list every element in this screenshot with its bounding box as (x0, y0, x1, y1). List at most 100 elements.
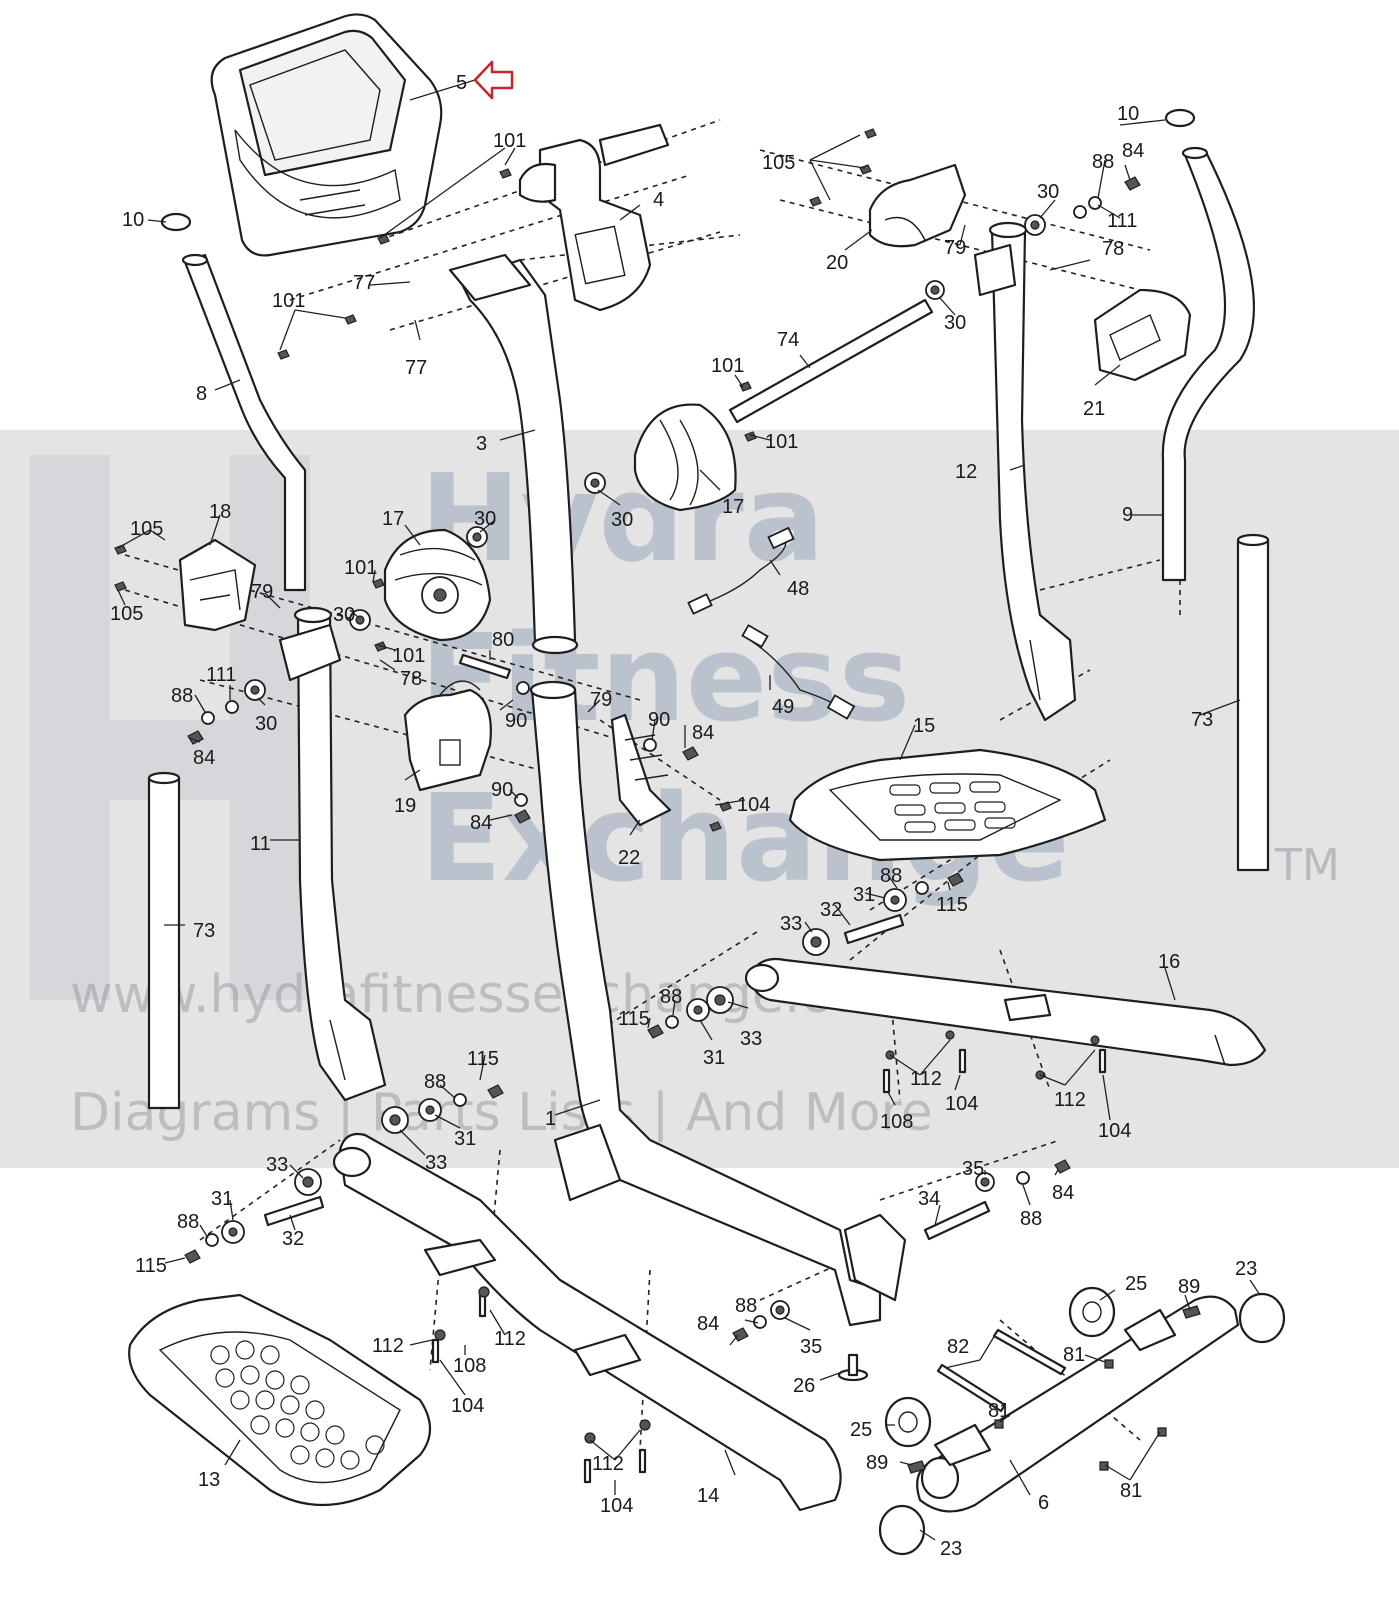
part-14-left-pedal-arm (332, 1132, 842, 1512)
label-part-73: 73 (193, 920, 215, 942)
label-part-11: 11 (250, 833, 271, 855)
label-part-48: 48 (787, 578, 809, 600)
label-part-88: 88 (880, 865, 902, 887)
label-part-112: 112 (910, 1068, 942, 1090)
part-labels: 5 101 4 105 10 88 84 30 111 78 79 20 30 … (110, 72, 1257, 1560)
label-part-14: 14 (697, 1485, 719, 1507)
label-part-74: 74 (777, 329, 799, 351)
label-part-88: 88 (735, 1295, 757, 1317)
part-16-right-pedal-arm (744, 957, 1267, 1067)
outline-arrow-left-icon (473, 60, 514, 100)
part-20-shroud (868, 163, 967, 248)
hardware-bearings (244, 214, 1046, 1320)
label-part-78: 78 (400, 668, 422, 690)
label-part-12: 12 (955, 461, 977, 483)
part-17-shroud-left (383, 528, 492, 642)
label-part-33: 33 (780, 913, 802, 935)
label-part-88: 88 (1092, 151, 1114, 173)
part-26-leveler (837, 1353, 869, 1382)
label-part-90: 90 (491, 779, 513, 801)
part-74-axle (728, 298, 934, 424)
label-part-104: 104 (1098, 1120, 1131, 1142)
label-part-30: 30 (474, 508, 496, 530)
part-8-left-upper-arm (181, 253, 307, 592)
label-part-8: 8 (196, 383, 207, 405)
part-12-right-arm (973, 221, 1077, 722)
label-part-112: 112 (592, 1453, 624, 1475)
label-part-88: 88 (424, 1071, 446, 1093)
label-part-101: 101 (711, 355, 744, 377)
label-part-81: 81 (988, 1400, 1010, 1422)
hardware-gears (294, 928, 830, 1196)
label-part-1: 1 (545, 1108, 556, 1130)
label-part-31: 31 (703, 1047, 725, 1069)
label-part-33: 33 (425, 1152, 447, 1174)
label-part-3: 3 (476, 433, 487, 455)
label-part-23: 23 (1235, 1258, 1257, 1280)
label-part-9: 9 (1122, 504, 1133, 526)
label-part-111: 111 (206, 664, 236, 686)
label-part-105: 105 (762, 152, 795, 174)
label-part-90: 90 (505, 710, 527, 732)
label-part-22: 22 (618, 847, 640, 869)
label-part-10: 10 (1117, 103, 1139, 125)
label-part-79: 79 (590, 689, 612, 711)
label-part-89: 89 (866, 1452, 888, 1474)
label-part-13: 13 (198, 1469, 220, 1491)
part-3-center-mast (448, 253, 579, 655)
label-part-111: 111 (1107, 210, 1137, 232)
label-part-4: 4 (653, 189, 664, 211)
label-part-101: 101 (392, 645, 425, 667)
part-5-console (210, 13, 443, 257)
label-part-115: 115 (936, 894, 968, 916)
label-part-26: 26 (793, 1375, 815, 1397)
label-part-112: 112 (372, 1335, 404, 1357)
label-part-30: 30 (944, 312, 966, 334)
label-part-79: 79 (944, 237, 966, 259)
label-part-115: 115 (618, 1008, 650, 1030)
pedal-13-grip-pads (210, 1340, 385, 1470)
label-part-30: 30 (255, 713, 277, 735)
label-part-90: 90 (648, 709, 670, 731)
label-part-101: 101 (493, 130, 526, 152)
label-part-88: 88 (660, 986, 682, 1008)
label-part-31: 31 (211, 1188, 233, 1210)
label-part-115: 115 (467, 1048, 499, 1070)
label-part-80: 80 (492, 629, 514, 651)
label-part-108: 108 (880, 1111, 913, 1133)
label-part-15: 15 (913, 715, 935, 737)
label-part-101: 101 (272, 290, 305, 312)
label-part-49: 49 (772, 696, 794, 718)
label-part-115: 115 (135, 1255, 167, 1277)
part-48-wire-harness (687, 526, 795, 615)
part-15-right-pedal (788, 748, 1107, 862)
label-part-84: 84 (470, 812, 492, 834)
leader-lines (117, 79, 1261, 1541)
label-part-6: 6 (1038, 1492, 1049, 1514)
label-part-17: 17 (722, 496, 744, 518)
label-part-10: 10 (122, 209, 144, 231)
part-9-right-upper-arm (1161, 146, 1255, 582)
part-32-axles (263, 913, 905, 1227)
label-part-104: 104 (737, 794, 770, 816)
part-80-bolt (458, 653, 512, 680)
label-part-82: 82 (947, 1336, 969, 1358)
part-23-end-caps (878, 1292, 1286, 1556)
label-part-88: 88 (1020, 1208, 1042, 1230)
label-part-89: 89 (1178, 1276, 1200, 1298)
part-18-shroud (178, 538, 257, 632)
label-part-32: 32 (282, 1228, 304, 1250)
label-part-101: 101 (344, 557, 377, 579)
part-22-bracket (610, 713, 672, 827)
label-part-35: 35 (800, 1336, 822, 1358)
hardware-screws (114, 128, 1201, 1474)
label-part-104: 104 (945, 1093, 978, 1115)
label-part-30: 30 (1037, 181, 1059, 203)
label-part-77: 77 (353, 272, 375, 294)
label-part-77: 77 (405, 357, 427, 379)
label-part-79: 79 (251, 581, 273, 603)
label-part-101: 101 (765, 431, 798, 453)
label-part-19: 19 (394, 795, 416, 817)
part-4-bracket (518, 123, 670, 312)
